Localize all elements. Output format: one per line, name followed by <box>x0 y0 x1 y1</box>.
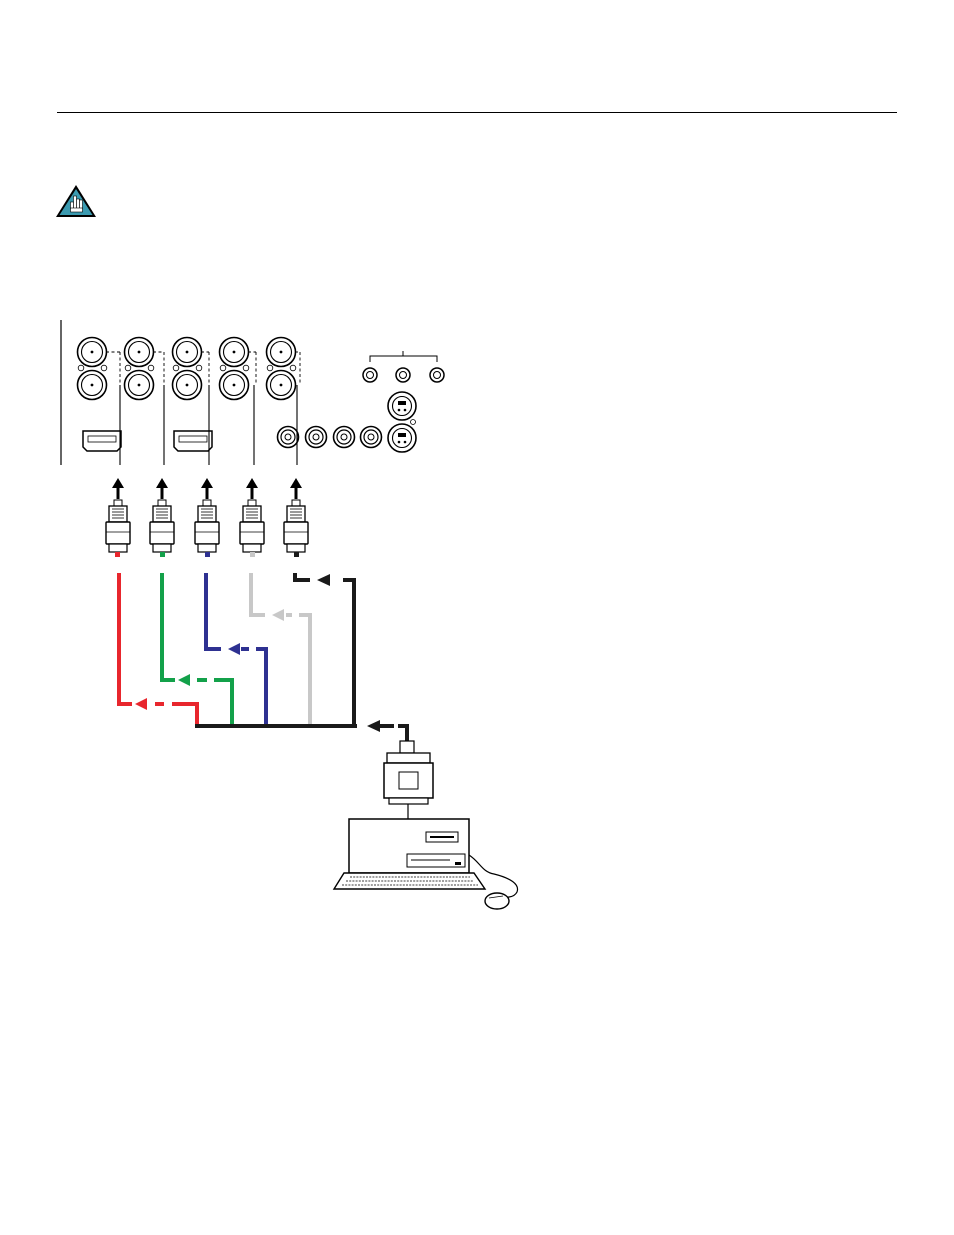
arrow-up-5 <box>290 478 302 499</box>
hdmi-port-1 <box>83 431 121 451</box>
rca-port-3 <box>334 427 355 448</box>
arrow-up-1 <box>112 478 124 499</box>
rca-port-2 <box>306 427 327 448</box>
bnc-top-5 <box>267 338 296 367</box>
rca-port-4 <box>361 427 382 448</box>
cable-black <box>295 573 354 726</box>
arrow-up-4 <box>246 478 258 499</box>
rca-port-1 <box>278 427 299 448</box>
bnc-bottom-red <box>78 371 107 400</box>
bnc-plug-vsync <box>284 500 308 552</box>
s-video-port-1 <box>388 392 416 420</box>
connection-diagram <box>0 300 954 920</box>
bnc-top-2 <box>125 338 154 367</box>
arrow-up-3 <box>201 478 213 499</box>
s-video-port-2 <box>388 424 416 452</box>
bnc-bottom-blue <box>173 371 202 400</box>
cable-blue <box>206 573 266 726</box>
hdmi-port-2 <box>174 431 212 451</box>
bnc-bottom-green <box>125 371 154 400</box>
cable-red <box>119 573 197 726</box>
vga-connector-icon <box>384 741 433 819</box>
projector-input-panel <box>61 320 444 465</box>
bnc-bottom-vsync <box>267 371 296 400</box>
note-icon <box>55 184 97 218</box>
computer-icon <box>334 819 485 889</box>
bnc-top-4 <box>220 338 249 367</box>
bnc-plug-hsync <box>240 500 264 552</box>
bnc-plug-red <box>106 500 130 552</box>
bnc-top-1 <box>78 338 107 367</box>
arrow-up-2 <box>156 478 168 499</box>
bnc-plug-green <box>150 500 174 552</box>
bnc-bottom-hsync <box>220 371 249 400</box>
bnc-plug-blue <box>195 500 219 552</box>
header-rule <box>57 112 897 113</box>
bnc-top-3 <box>173 338 202 367</box>
